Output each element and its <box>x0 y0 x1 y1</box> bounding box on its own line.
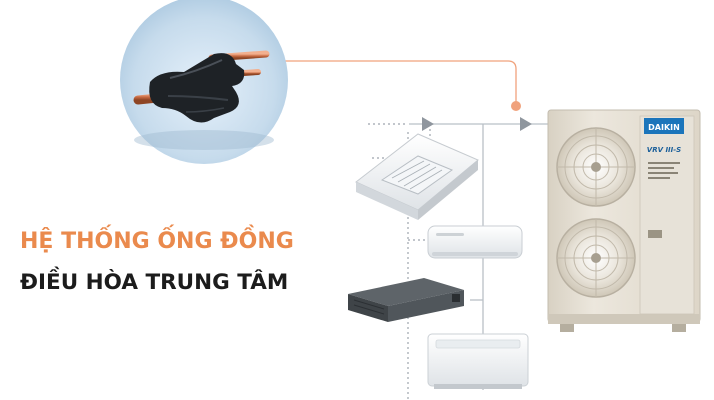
outdoor-model-label: VRV III-S <box>647 146 681 154</box>
flow-arrow-icon <box>422 117 434 131</box>
wall-mounted-indoor-unit <box>427 225 523 259</box>
ducted-indoor-unit <box>348 278 464 322</box>
headline-line-2: ĐIỀU HÒA TRUNG TÂM <box>20 266 288 295</box>
fan-grille-top <box>556 127 636 207</box>
headline-line-1: HỆ THỐNG ỐNG ĐỒNG <box>20 225 294 254</box>
copper-pipe-fitting-icon <box>120 0 288 164</box>
flow-arrow-icon-2 <box>520 117 532 131</box>
spec-label-block <box>648 162 680 179</box>
fan-grille-bottom <box>556 218 636 298</box>
zoom-connector-line <box>276 60 517 104</box>
junction-dot-icon <box>511 101 521 111</box>
floor-console-indoor-unit <box>427 333 529 389</box>
outdoor-vrv-unit: DAIKIN VRV III-S <box>547 109 701 332</box>
outdoor-brand-label: DAIKIN <box>648 123 680 132</box>
cassette-indoor-unit <box>355 133 479 220</box>
